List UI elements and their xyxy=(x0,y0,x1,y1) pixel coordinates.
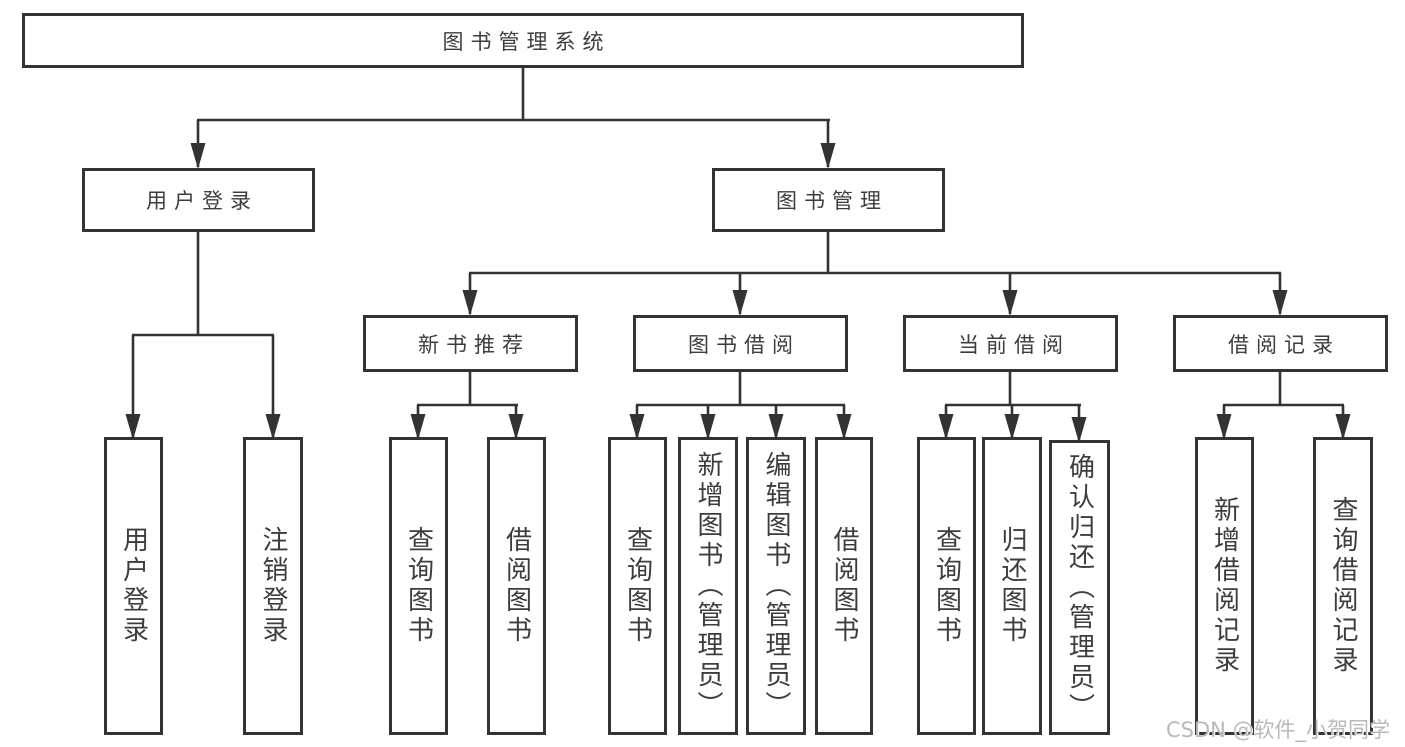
leaf-query-books-current: 查询图书 xyxy=(917,437,976,735)
node-user-login: 用户登录 xyxy=(82,168,315,232)
node-book-management: 图书管理 xyxy=(712,168,945,232)
leaf-query-books-recommend-label: 查询图书 xyxy=(403,526,434,646)
node-borrowing-records: 借阅记录 xyxy=(1173,315,1388,372)
leaf-logout: 注销登录 xyxy=(243,437,303,735)
leaf-confirm-return-admin: 确认归还（管理员） xyxy=(1049,440,1110,735)
node-root-label: 图书管理系统 xyxy=(442,29,611,54)
leaf-borrow-books-label: 借阅图书 xyxy=(829,526,859,646)
leaf-edit-books-admin-label: 编辑图书（管理员） xyxy=(761,451,791,721)
node-borrowing-records-label: 借阅记录 xyxy=(1228,332,1340,357)
node-user-login-label: 用户登录 xyxy=(146,189,258,213)
leaf-add-borrow-record-label: 新增借阅记录 xyxy=(1209,496,1240,676)
leaf-query-borrow-record: 查询借阅记录 xyxy=(1313,437,1373,735)
leaf-add-books-admin-label: 新增图书（管理员） xyxy=(693,451,723,721)
leaf-user-login: 用户登录 xyxy=(104,437,163,735)
node-current-borrowing-label: 当前借阅 xyxy=(958,332,1070,357)
leaf-borrow-books: 借阅图书 xyxy=(815,437,873,735)
node-new-book-recommend: 新书推荐 xyxy=(363,315,578,372)
leaf-query-books-borrowing-label: 查询图书 xyxy=(622,526,653,646)
leaf-return-books: 归还图书 xyxy=(982,437,1042,735)
leaf-add-borrow-record: 新增借阅记录 xyxy=(1195,437,1254,735)
node-book-management-label: 图书管理 xyxy=(776,189,888,213)
leaf-confirm-return-admin-label: 确认归还（管理员） xyxy=(1064,452,1095,723)
leaf-borrow-books-recommend-label: 借阅图书 xyxy=(501,526,532,646)
leaf-logout-label: 注销登录 xyxy=(258,526,288,646)
node-book-borrowing-label: 图书借阅 xyxy=(688,332,800,357)
csdn-watermark: CSDN @软件_小贺同学 xyxy=(1166,718,1391,742)
node-new-book-recommend-label: 新书推荐 xyxy=(418,332,530,357)
leaf-return-books-label: 归还图书 xyxy=(997,526,1027,646)
leaf-query-borrow-record-label: 查询借阅记录 xyxy=(1328,496,1358,676)
node-book-borrowing: 图书借阅 xyxy=(633,315,848,372)
node-current-borrowing: 当前借阅 xyxy=(903,315,1118,372)
leaf-add-books-admin: 新增图书（管理员） xyxy=(678,437,738,735)
leaf-query-books-recommend: 查询图书 xyxy=(389,437,448,735)
leaf-borrow-books-recommend: 借阅图书 xyxy=(487,437,546,735)
leaf-query-books-current-label: 查询图书 xyxy=(931,526,962,646)
leaf-edit-books-admin: 编辑图书（管理员） xyxy=(746,437,806,735)
leaf-query-books-borrowing: 查询图书 xyxy=(608,437,667,735)
node-root: 图书管理系统 xyxy=(22,13,1024,68)
leaf-user-login-label: 用户登录 xyxy=(118,526,149,646)
